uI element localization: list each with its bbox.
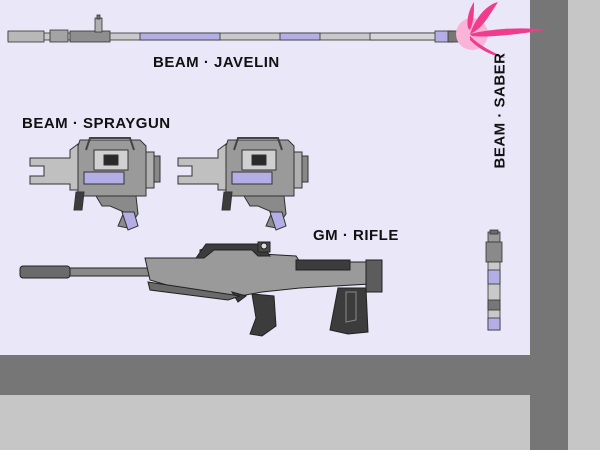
label-gm-rifle: GM · RIFLE [313, 227, 399, 244]
frame-band-horizontal [0, 355, 600, 395]
beam-spraygun-illustration-2 [177, 137, 309, 231]
label-beam-spraygun: BEAM · SPRAYGUN [22, 115, 171, 132]
frame-floor-right [568, 0, 600, 450]
label-beam-javelin: BEAM · JAVELIN [153, 54, 280, 71]
frame-floor-left [0, 395, 530, 450]
label-beam-saber: BEAM · SABER [491, 52, 509, 169]
javelin-beam-tip [456, 2, 545, 58]
beam-javelin-illustration [7, 14, 464, 43]
beam-spraygun-illustration-1 [29, 137, 161, 231]
gm-rifle-illustration [19, 241, 383, 337]
beam-saber-illustration [485, 229, 503, 331]
frame-band-vertical [530, 0, 568, 450]
